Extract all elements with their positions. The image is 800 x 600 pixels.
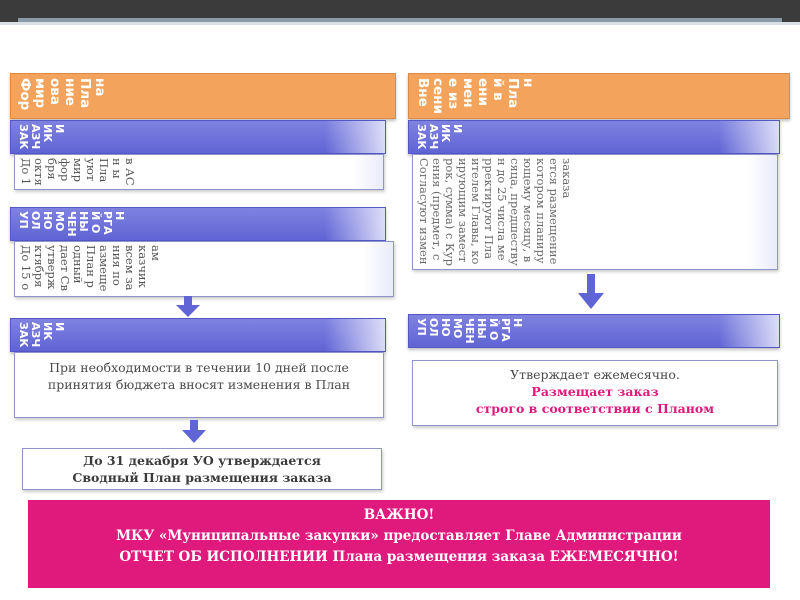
left-step3-text: При необходимости в течении 10 дней посл…: [47, 360, 351, 392]
left-step1-text: До 1 октября формируют План ы в АС: [19, 158, 137, 186]
down-arrow-icon: [578, 274, 604, 309]
left-step2-label: УПОЛНОМОЧЕННЫЙ ОРГАН: [17, 211, 126, 237]
top-bar-accent: [18, 18, 782, 22]
right-step2-bar: УПОЛНОМОЧЕННЫЙ ОРГАН: [408, 314, 780, 348]
top-bar: [0, 0, 800, 22]
bar-fade: [325, 121, 385, 153]
important-line-1: МКУ «Муниципальные закупки» предоставляе…: [116, 528, 682, 544]
right-step2-box: Утверждает ежемесячно. Размещает заказ с…: [412, 360, 778, 426]
left-step3-box: При необходимости в течении 10 дней посл…: [14, 352, 384, 418]
box-fade: [747, 155, 777, 269]
final-approval-box: До 31 декабря УО утверждается Сводный Пл…: [22, 448, 382, 490]
down-arrow-icon: [182, 420, 206, 443]
right-step2-line-3: строго в соответствии с Планом: [475, 401, 715, 416]
right-step2-line-1: Утверждает ежемесячно.: [510, 367, 680, 382]
left-step1-label: ЗАКАЗЧИКИ: [17, 124, 66, 150]
bar-fade: [325, 208, 385, 240]
right-step1-bar: ЗАКАЗЧИКИ: [408, 120, 780, 154]
box-fade: [363, 242, 393, 296]
left-header: Формирование Плана: [10, 73, 396, 119]
left-step2-box: До 15 октября утверждает Сводный План ра…: [14, 241, 394, 297]
left-step2-text: До 15 октября утверждает Сводный План ра…: [19, 245, 163, 292]
right-step1-label: ЗАКАЗЧИКИ: [415, 124, 464, 150]
final-line-2: Сводный План размещения заказа: [72, 470, 332, 485]
bar-fade: [719, 315, 779, 347]
right-step1-box: Согласуют изменения (предмет, срок, сумм…: [412, 154, 778, 270]
left-step3-label: ЗАКАЗЧИКИ: [17, 322, 66, 348]
left-step1-bar: ЗАКАЗЧИКИ: [10, 120, 386, 154]
left-step1-box: До 1 октября формируют План ы в АС: [14, 154, 384, 190]
right-step2-line-2: Размещает заказ: [531, 384, 659, 399]
bar-fade: [325, 319, 385, 351]
right-header-title: Внесение изменений в План: [415, 78, 536, 114]
right-step1-text: Согласуют изменения (предмет, срок, сумм…: [417, 158, 574, 267]
important-banner: ВАЖНО! МКУ «Муниципальные закупки» предо…: [28, 500, 770, 588]
right-header: Внесение изменений в План: [408, 73, 790, 119]
down-arrow-icon: [176, 296, 200, 317]
important-title: ВАЖНО!: [363, 507, 435, 523]
left-step2-bar: УПОЛНОМОЧЕННЫЙ ОРГАН: [10, 207, 386, 241]
left-step3-bar: ЗАКАЗЧИКИ: [10, 318, 386, 352]
important-line-2: ОТЧЕТ ОБ ИСПОЛНЕНИИ Плана размещения зак…: [119, 549, 679, 565]
left-header-title: Формирование Плана: [17, 78, 108, 111]
header-divider: [0, 22, 800, 25]
right-step2-label: УПОЛНОМОЧЕННЫЙ ОРГАН: [415, 318, 524, 344]
bar-fade: [719, 121, 779, 153]
final-line-1: До 31 декабря УО утверждается: [83, 453, 321, 468]
box-fade: [353, 155, 383, 189]
